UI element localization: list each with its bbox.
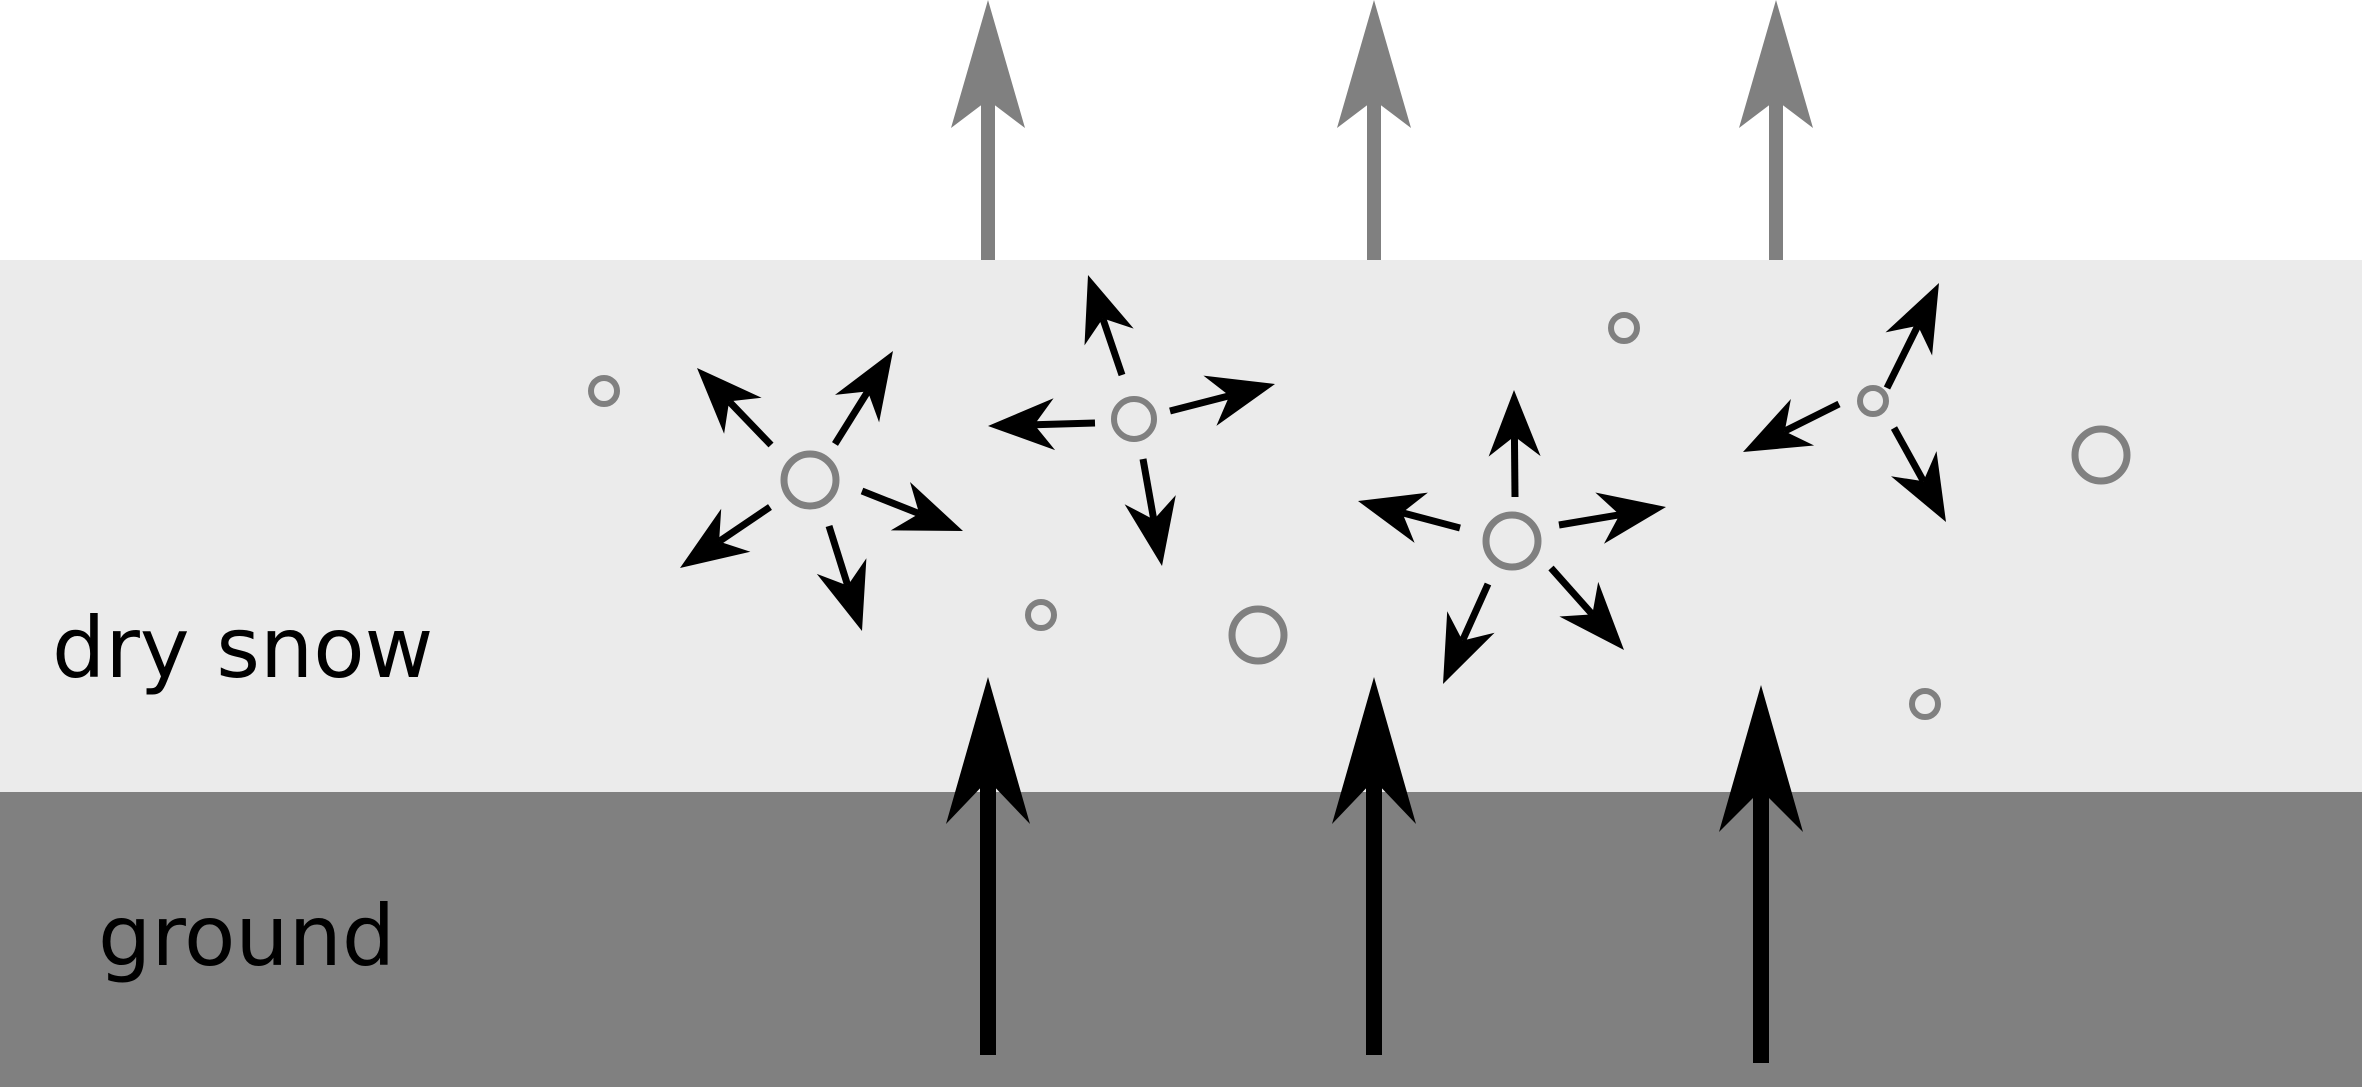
pore-ring-icon [1608,312,1640,344]
pore-ring-icon [780,450,840,510]
scatter-arrow-icon [1548,565,1624,650]
heat-arrows [946,677,1803,1063]
ground-layer [0,792,2362,1087]
scatter-arrow-icon [1890,426,1946,522]
pores [588,312,2131,720]
scatter-cluster [680,351,963,631]
scatter-arrow-icon [860,482,963,531]
scatter-arrow-icon [1124,458,1176,566]
heat-arrow-icon [1719,685,1803,1063]
pore-ring-icon [1025,599,1057,631]
pore-ring-icon [1857,385,1889,417]
dry-snow-label: dry snow [52,599,433,697]
scatter-arrow-icon [1084,275,1134,377]
scatter-arrow-icon [1488,390,1541,498]
scatter-arrow-icon [680,504,772,568]
scatter-arrow-icon [1169,375,1275,426]
scatter-arrow-icon [988,398,1096,451]
scatter-arrow-icon [816,524,867,631]
scatter-arrow-icon [697,368,774,448]
scatter-cluster [1358,390,1666,684]
scatter-clusters [680,275,1946,684]
pore-ring-icon [1111,396,1157,442]
pore-ring-icon [588,375,620,407]
scatter-cluster [988,275,1275,566]
scatter-arrow-icon [1358,492,1461,543]
scatter-arrow-icon [1558,492,1666,544]
escaping-arrow-icon [1337,0,1411,260]
escaping-arrow-icon [1739,0,1813,260]
white-background [0,0,2362,260]
scatter-arrow-icon [1743,399,1841,452]
heat-arrow-icon [1332,677,1416,1055]
scatter-cluster [1743,283,1946,522]
escaping-arrow-icon [951,0,1025,260]
heat-arrow-icon [946,677,1030,1055]
escaping-arrows [951,0,1813,260]
pore-ring-icon [1228,605,1288,665]
pore-ring-icon [2071,425,2131,485]
scatter-arrow-icon [1443,582,1495,684]
ground-label: ground [98,887,395,985]
dry-snow-layer [0,260,2362,792]
pore-ring-icon [1482,511,1542,571]
scatter-arrow-icon [1883,283,1939,390]
pore-ring-icon [1909,688,1941,720]
scatter-arrow-icon [832,351,893,446]
